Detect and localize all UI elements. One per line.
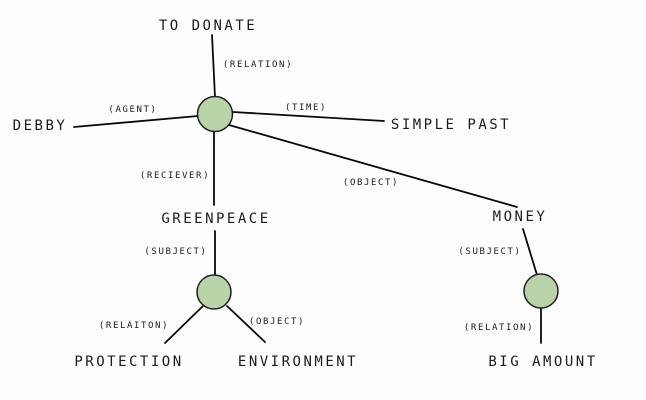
greenpeace-node-circle: [196, 274, 232, 310]
edge-label-agent: (AGENT): [108, 105, 158, 115]
node-label-greenpeace: GREENPEACE: [161, 211, 271, 227]
edge-relation-to-donate: [211, 34, 216, 98]
money-node-circle: [523, 273, 559, 309]
edge-label-relation-top: (RELATION): [222, 60, 294, 70]
edge-subject-money-node: [522, 228, 538, 276]
edge-label-object-left: (OBJECT): [248, 317, 306, 327]
event-node-circle: [196, 95, 234, 133]
node-label-to-donate: TO DONATE: [158, 18, 258, 34]
edge-label-object-main: (OBJECT): [342, 178, 400, 188]
edge-relaiton-protection: [164, 305, 204, 344]
edge-label-subject-right: (SUBJECT): [458, 247, 522, 257]
edge-time-simple-past: [232, 111, 385, 122]
edge-object-money: [228, 124, 518, 208]
node-label-simple-past: SIMPLE PAST: [390, 117, 512, 133]
edge-label-subject-left: (SUBJECT): [144, 247, 208, 257]
edge-label-time: (TIME): [284, 103, 328, 113]
node-label-big-amount: BIG AMOUNT: [488, 354, 598, 370]
node-label-environment: ENVIRONMENT: [237, 354, 359, 370]
edge-agent-debby: [73, 115, 199, 128]
node-label-protection: PROTECTION: [74, 354, 184, 370]
node-label-debby: DEBBY: [12, 118, 68, 134]
edge-label-reciever: (RECIEVER): [139, 171, 211, 181]
edge-label-relaiton-left: (RELAITON): [98, 321, 170, 331]
edge-label-relation-right: (RELATION): [463, 323, 535, 333]
edge-object-environment: [226, 305, 266, 343]
node-label-money: MONEY: [492, 209, 548, 225]
